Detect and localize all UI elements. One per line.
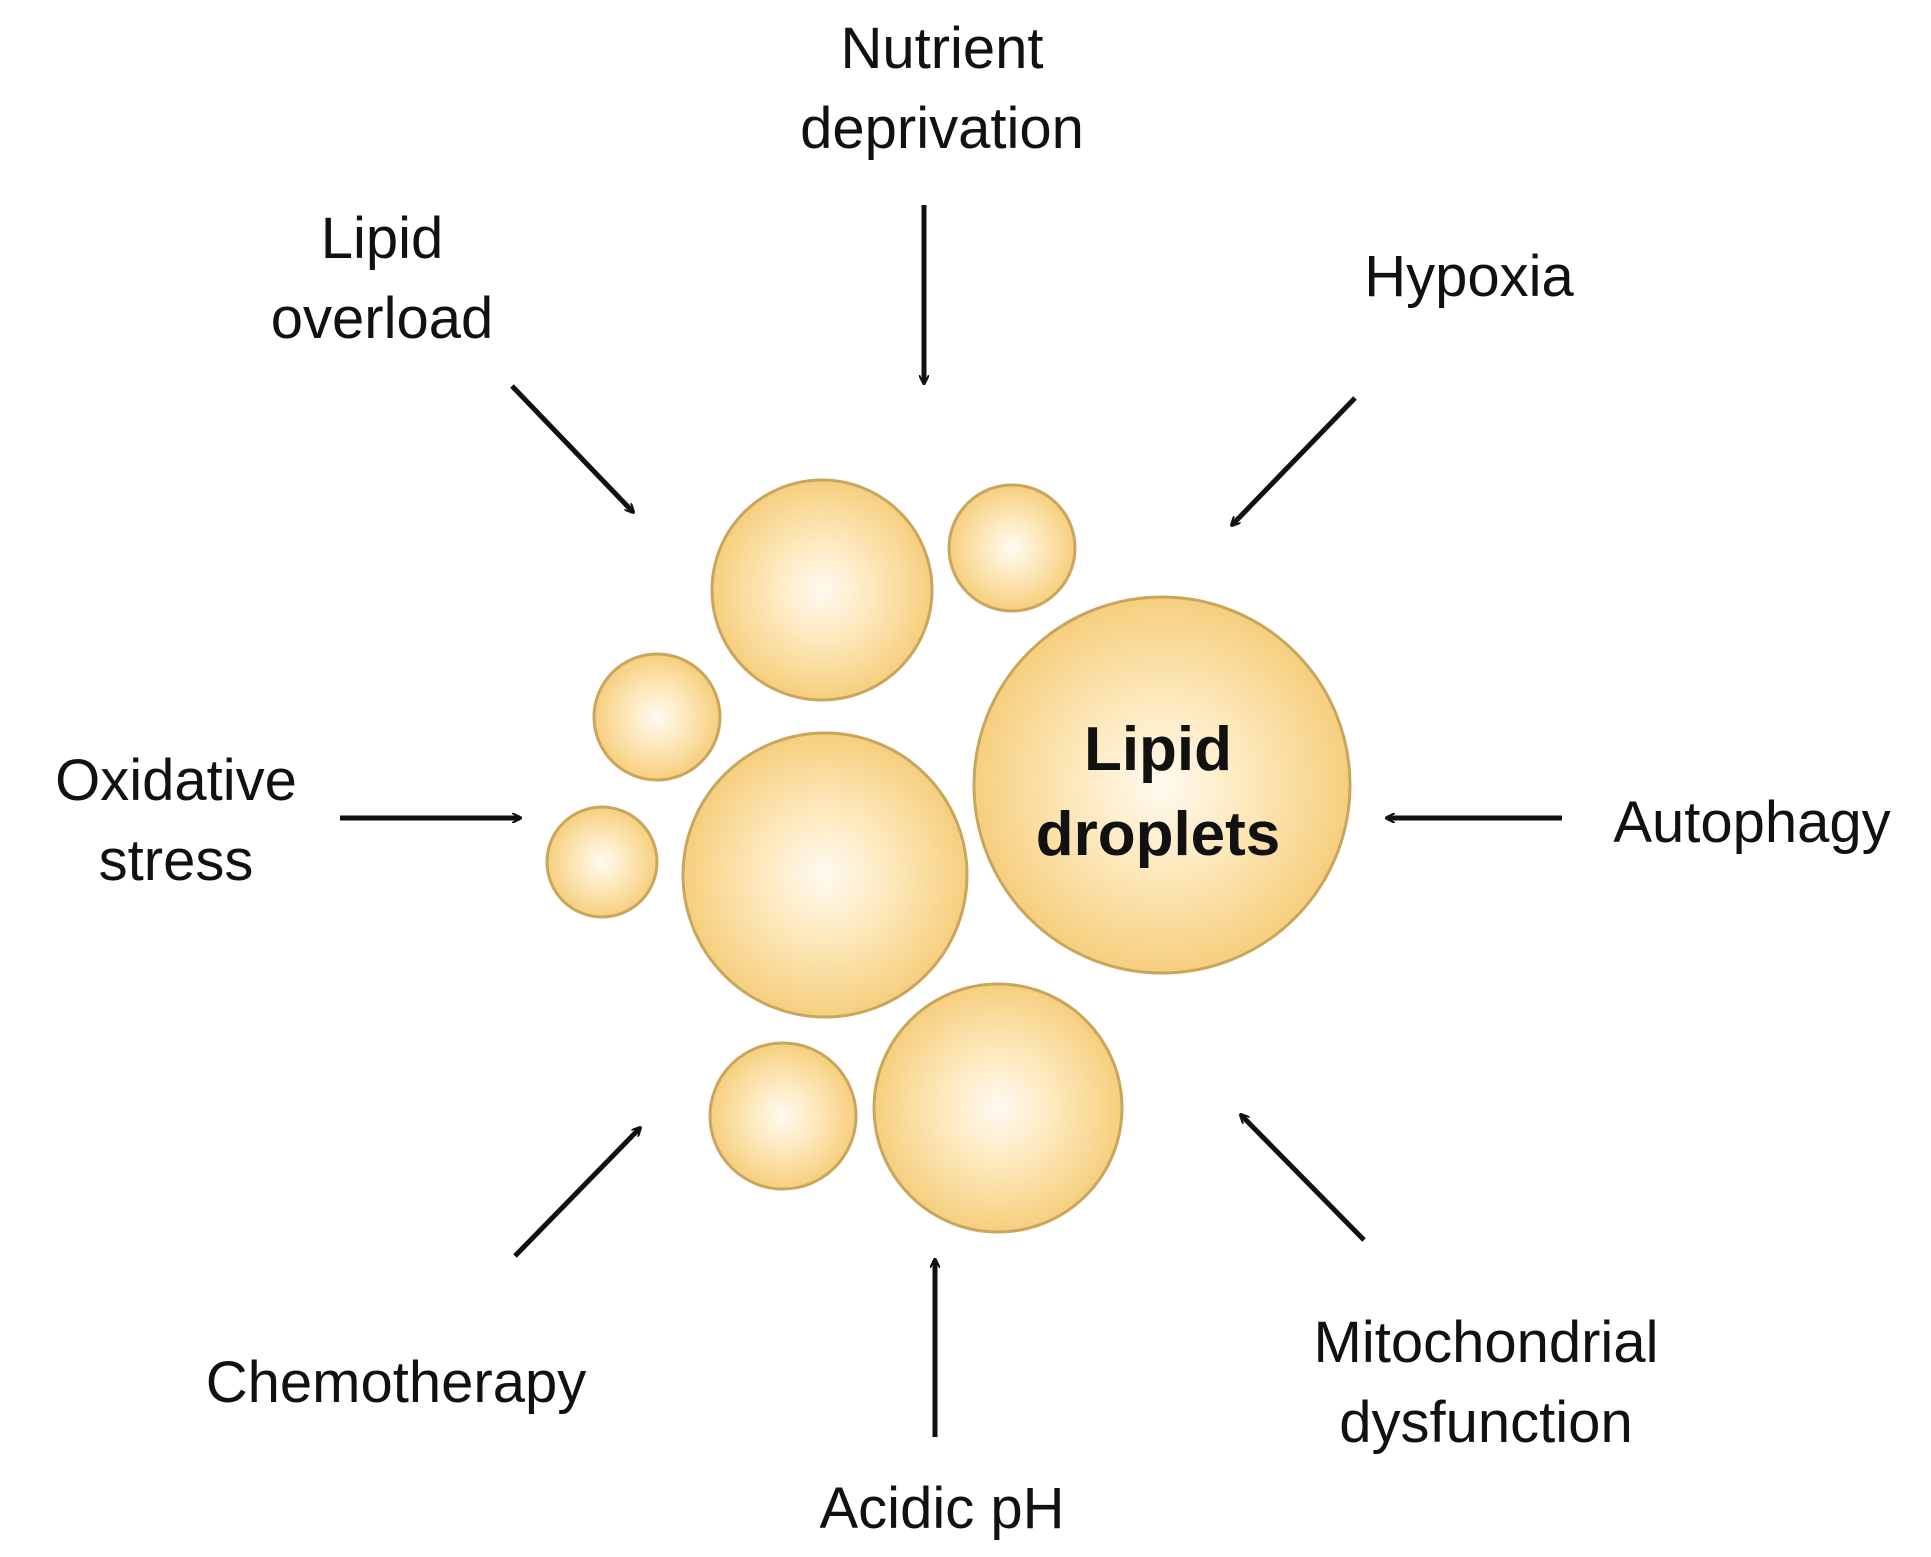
label-nutrient-line1: Nutrient	[840, 16, 1043, 81]
arrow-mitochondrial	[1241, 1115, 1366, 1242]
label-nutrient-line2: deprivation	[800, 96, 1084, 161]
label-mitochondrial-line1: Mitochondrial	[1314, 1310, 1659, 1375]
label-oxidative-line1: Oxidative	[55, 748, 297, 813]
droplet-bottom-small	[708, 1041, 858, 1191]
arrow-hypoxia	[1232, 396, 1357, 525]
label-oxidative-line2: stress	[99, 828, 254, 893]
droplet-top-small	[947, 483, 1077, 613]
label-lipid-overload-line1: Lipid	[321, 206, 444, 271]
droplet-main	[972, 595, 1352, 975]
arrows	[340, 205, 1562, 1437]
droplet-cluster	[545, 478, 1352, 1234]
label-chemotherapy: Chemotherapy	[206, 1350, 586, 1415]
label-hypoxia: Hypoxia	[1364, 244, 1574, 309]
center-label-line2: droplets	[1036, 800, 1281, 869]
stressor-labels: Nutrient deprivation Lipid overload Hypo…	[55, 16, 1891, 1541]
arrow-chemotherapy	[513, 1128, 640, 1258]
droplet-bottom-large	[872, 982, 1124, 1234]
center-label-line1: Lipid	[1084, 715, 1232, 784]
droplet-middle-large	[681, 731, 969, 1019]
label-autophagy: Autophagy	[1613, 790, 1890, 855]
droplet-left-upper	[592, 652, 722, 782]
droplet-left-lower	[545, 805, 659, 919]
label-mitochondrial-line2: dysfunction	[1339, 1390, 1632, 1455]
label-acidic: Acidic pH	[820, 1476, 1065, 1541]
arrow-lipid-overload	[510, 384, 633, 512]
label-lipid-overload-line2: overload	[271, 286, 493, 351]
droplet-top-large	[710, 478, 934, 702]
